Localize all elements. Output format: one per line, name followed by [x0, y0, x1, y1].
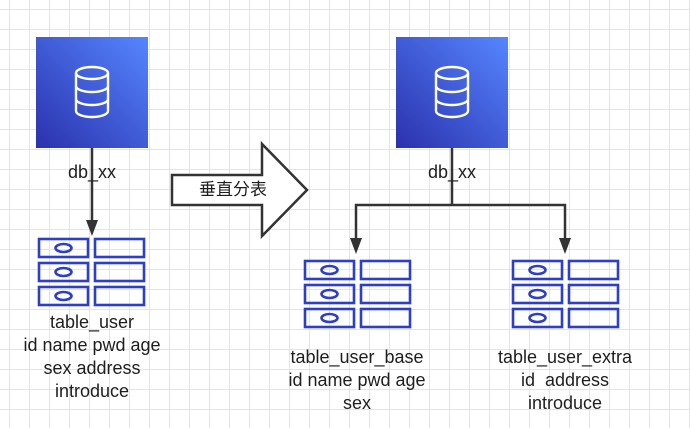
source-database-icon: [36, 37, 148, 148]
source-table-fields-line: introduce: [54, 381, 130, 401]
extra-table-name: table_user_extra: [497, 347, 633, 367]
arrowhead-left: [350, 238, 362, 254]
target-database-icon: [396, 37, 508, 148]
base-table-fields-line: sex: [342, 393, 371, 413]
arrowhead-right: [559, 238, 571, 254]
base-table-icon: [303, 259, 412, 329]
source-table-icon: [37, 237, 146, 307]
source-connector-arrow: [86, 148, 98, 236]
extra-table-fields-line: id address: [520, 370, 610, 390]
source-table-fields-line: sex address: [43, 358, 141, 378]
extra-table-caption: table_user_extra id address introduce: [475, 346, 655, 415]
source-table-name: table_user: [49, 312, 135, 332]
vertical-split-arrow-shape: [170, 140, 309, 240]
source-table-caption: table_user id name pwd age sex address i…: [2, 311, 182, 403]
split-connector-arrow: [354, 148, 567, 240]
extra-table-fields-line: introduce: [527, 393, 603, 413]
source-table-fields-line: id name pwd age: [23, 335, 161, 355]
vertical-split-label: 垂直分表: [199, 180, 267, 200]
base-table-name: table_user_base: [290, 347, 424, 367]
source-db-label: db_xx: [67, 162, 117, 182]
target-db-label: db_xx: [427, 162, 477, 182]
extra-table-icon: [511, 259, 620, 329]
base-table-fields-line: id name pwd age: [288, 370, 426, 390]
base-table-caption: table_user_base id name pwd age sex: [262, 346, 452, 415]
